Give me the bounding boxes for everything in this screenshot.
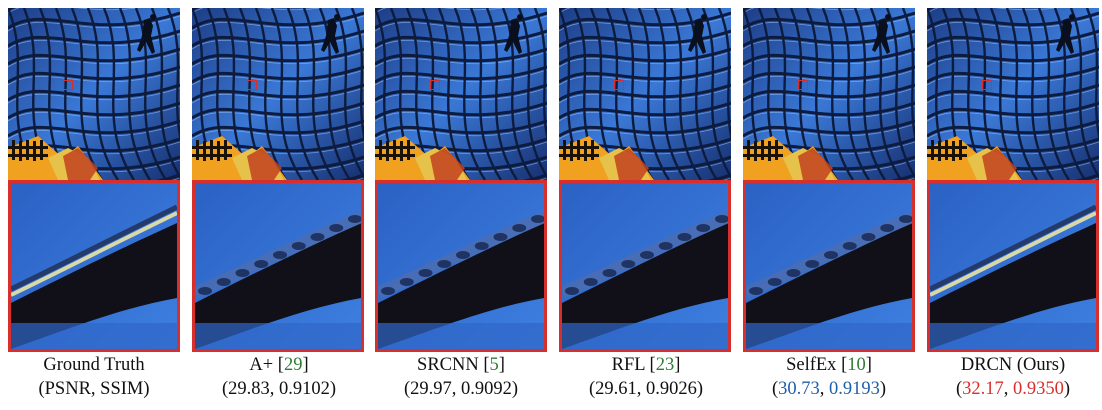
roi-box — [247, 80, 257, 90]
method-name: A+ [29] — [249, 355, 309, 375]
psnr-value: 30.73 — [778, 379, 820, 399]
roi-box — [982, 80, 992, 90]
result-panel — [927, 8, 1099, 352]
zoomed-crop — [559, 180, 731, 352]
panel-caption: SRCNN [5] (29.97, 0.9092) — [370, 353, 552, 401]
full-image — [375, 8, 547, 180]
method-name: SelfEx [10] — [786, 355, 872, 375]
full-image — [559, 8, 731, 180]
method-label: RFL — [611, 355, 645, 375]
method-name: Ground Truth — [3, 353, 185, 377]
panel-caption: DRCN (Ours) (32.17, 0.9350) — [922, 353, 1102, 401]
citation-link[interactable]: 29 — [283, 355, 303, 375]
method-label: Ground Truth — [43, 355, 145, 375]
metrics: (29.97, 0.9092) — [403, 379, 519, 399]
method-name: SRCNN [5] — [417, 355, 505, 375]
result-panel — [559, 8, 731, 352]
ssim-value: 0.9092 — [461, 379, 512, 399]
panel-caption: A+ [29] (29.83, 0.9102) — [188, 353, 370, 401]
ssim-value: 0.9193 — [829, 379, 880, 399]
panel-caption: Ground Truth (PSNR, SSIM) — [3, 353, 185, 401]
full-image — [192, 8, 364, 180]
full-image — [927, 8, 1099, 180]
roi-box — [63, 80, 73, 90]
method-label: SRCNN — [417, 355, 479, 375]
zoomed-crop — [8, 180, 180, 352]
result-panel — [375, 8, 547, 352]
psnr-value: 29.97 — [410, 379, 452, 399]
metrics: (PSNR, SSIM) — [38, 379, 150, 399]
panel-caption: RFL [23] (29.61, 0.9026) — [555, 353, 737, 401]
method-label: DRCN (Ours) — [960, 355, 1066, 375]
ssim-value: 0.9026 — [646, 379, 697, 399]
metrics: (29.83, 0.9102) — [221, 379, 337, 399]
panel-caption: SelfEx [10] (30.73, 0.9193) — [738, 353, 920, 401]
metrics: (30.73, 0.9193) — [771, 379, 887, 399]
citation-link[interactable]: 5 — [489, 355, 499, 375]
ssim-value: 0.9102 — [279, 379, 330, 399]
ssim-value: 0.9350 — [1013, 379, 1064, 399]
citation-link[interactable]: 10 — [847, 355, 866, 375]
result-panel — [743, 8, 915, 352]
roi-box — [614, 80, 624, 90]
zoomed-crop — [375, 180, 547, 352]
psnr-value: 29.83 — [228, 379, 270, 399]
full-image — [8, 8, 180, 180]
method-name: RFL [23] — [611, 355, 681, 375]
method-label: A+ — [249, 355, 274, 375]
zoomed-crop — [743, 180, 915, 352]
result-panel — [8, 8, 180, 352]
method-label: SelfEx — [786, 355, 837, 375]
metrics: (32.17, 0.9350) — [955, 379, 1071, 399]
psnr-value: 32.17 — [962, 379, 1004, 399]
result-panel — [192, 8, 364, 352]
zoomed-crop — [192, 180, 364, 352]
zoomed-crop — [927, 180, 1099, 352]
roi-box — [430, 80, 440, 90]
psnr-value: 29.61 — [595, 379, 637, 399]
full-image — [743, 8, 915, 180]
method-name: DRCN (Ours) — [922, 353, 1102, 377]
metrics: (29.61, 0.9026) — [588, 379, 704, 399]
citation-link[interactable]: 23 — [655, 355, 675, 375]
roi-box — [798, 80, 808, 90]
